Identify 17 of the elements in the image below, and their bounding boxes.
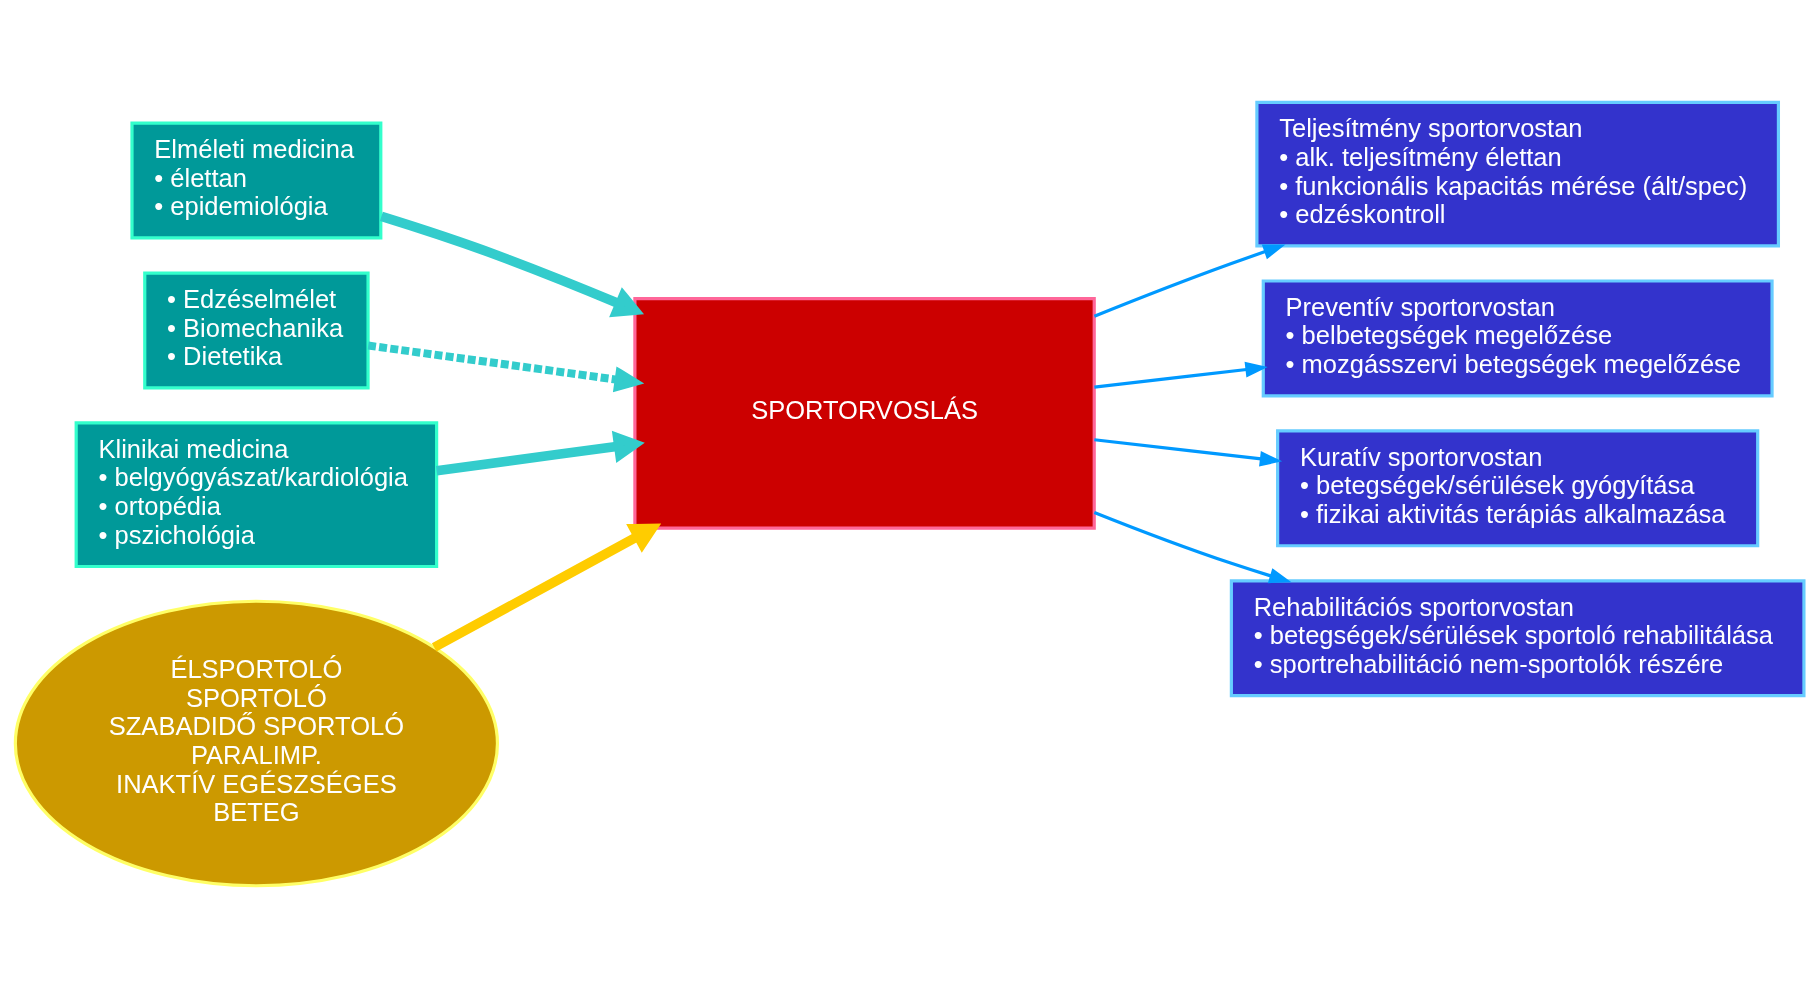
node-box: Preventív sportorvostan • belbetegségek megelőzése • mozgásszervi betegségek megelőzése bbox=[1261, 278, 1774, 397]
node-box: Klinikai medicina • belgyógyászat/kardiológia • ortopédia • pszichológia bbox=[74, 420, 439, 568]
node-box: Teljesítmény sportorvostan • alk. teljesítmény élettan • funkcionális kapacitás mérése (ált/spec) • edzéskontroll bbox=[1255, 100, 1780, 247]
arrow bbox=[367, 341, 645, 392]
arrow bbox=[1094, 437, 1283, 467]
arrow bbox=[380, 211, 645, 317]
node-ellipse: ÉLSPORTOLÓ SPORTOLÓ SZABADIDŐ SPORTOLÓ PARALIMP. INAKTÍV EGÉSZSÉGES BETEG bbox=[13, 599, 500, 887]
arrow bbox=[1094, 361, 1268, 389]
node-box: SPORTORVOSLÁS bbox=[633, 296, 1096, 530]
node-box: Rehabilitációs sportorvostan • betegségek/sérülések sportoló rehabilitálása • sportrehabilitáció nem-sportolók részére bbox=[1229, 578, 1806, 697]
node-box: Elméleti medicina • élettan • epidemiológia bbox=[130, 121, 383, 240]
arrow bbox=[431, 523, 662, 652]
arrow bbox=[1093, 510, 1292, 583]
arrow bbox=[436, 430, 645, 475]
node-box: Kuratív sportorvostan • betegségek/sérülések gyógyítása • fizikai aktivitás terápiás alkalmazása bbox=[1276, 428, 1760, 547]
arrow bbox=[1093, 243, 1286, 318]
node-box: • Edzéselmélet • Biomechanika • Dietetika bbox=[143, 270, 370, 389]
